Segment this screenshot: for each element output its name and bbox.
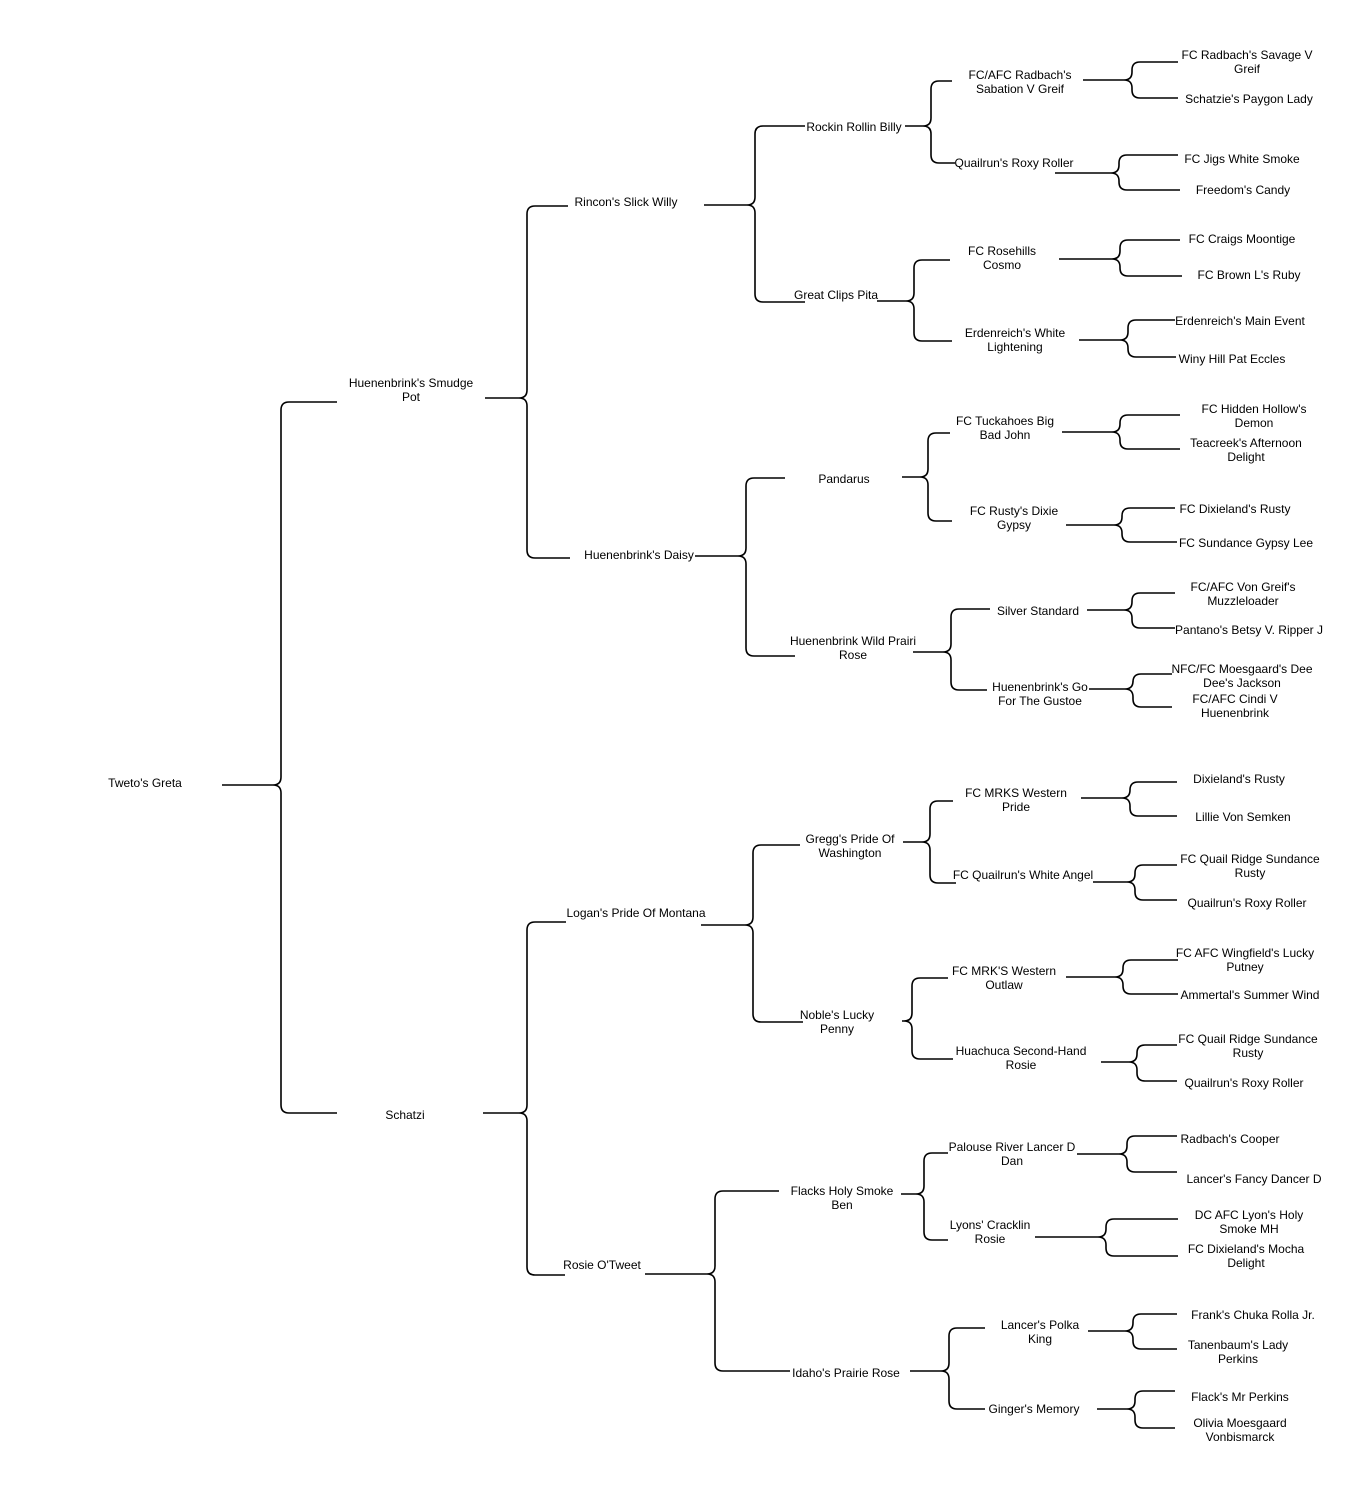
grandsire-paternal: Rincon's Slick Willy xyxy=(574,195,678,209)
sire-name: Huenenbrink's Smudge Pot xyxy=(348,376,474,404)
pedigree-bracket-line xyxy=(1077,1135,1177,1173)
ancestor-gen5: Quailrun's Roxy Roller xyxy=(1184,1076,1304,1090)
pedigree-bracket-line xyxy=(902,977,953,1060)
ancestor-gen4: FC Tuckahoes Big Bad John xyxy=(955,414,1055,442)
pedigree-bracket-line xyxy=(1089,673,1172,708)
ancestor-gen5: Schatzie's Paygon Lady xyxy=(1185,92,1313,106)
ancestor-gen5: FC Dixieland's Rusty xyxy=(1179,502,1291,516)
ancestor-gen4: Huachuca Second-Hand Rosie xyxy=(955,1044,1087,1072)
ancestor-gen4: Lyons' Cracklin Rosie xyxy=(949,1218,1031,1246)
pedigree-bracket-line xyxy=(877,259,952,342)
ancestor-gen5: Pantano's Betsy V. Ripper J xyxy=(1175,623,1323,637)
granddam-paternal: Huenenbrink's Daisy xyxy=(584,548,694,562)
pedigree-bracket-line xyxy=(1093,864,1177,901)
ancestor-gen3: Flacks Holy Smoke Ben xyxy=(790,1184,894,1212)
ancestor-gen5: Flack's Mr Perkins xyxy=(1191,1390,1289,1404)
ancestor-gen4: FC Rosehills Cosmo xyxy=(967,244,1036,272)
ancestor-gen5: FC Brown L's Ruby xyxy=(1197,268,1301,282)
pedigree-bracket-line xyxy=(1083,61,1178,99)
ancestor-gen5: FC Hidden Hollow's Demon xyxy=(1201,402,1307,430)
ancestor-gen4: Palouse River Lancer D Dan xyxy=(948,1140,1076,1168)
ancestor-gen4: FC/AFC Radbach's Sabation V Greif xyxy=(968,68,1072,96)
ancestor-gen5: FC/AFC Cindi V Huenenbrink xyxy=(1192,692,1278,720)
ancestor-gen5: FC Quail Ridge Sundance Rusty xyxy=(1178,1032,1318,1060)
ancestor-gen5: FC Quail Ridge Sundance Rusty xyxy=(1180,852,1320,880)
ancestor-gen5: Winy Hill Pat Eccles xyxy=(1178,352,1286,366)
ancestor-gen5: NFC/FC Moesgaard's Dee Dee's Jackson xyxy=(1171,662,1313,690)
ancestor-gen5: FC Craigs Moontige xyxy=(1188,232,1296,246)
pedigree-bracket-line xyxy=(1066,507,1177,543)
pedigree-bracket-line xyxy=(485,205,570,559)
subject-dog: Tweto's Greta xyxy=(108,776,182,790)
pedigree-bracket-line xyxy=(1062,414,1180,450)
ancestor-gen3: Rockin Rollin Billy xyxy=(806,120,902,134)
ancestor-gen5: FC Sundance Gypsy Lee xyxy=(1178,536,1314,550)
ancestor-gen5: Freedom's Candy xyxy=(1195,183,1291,197)
dam-name: Schatzi xyxy=(385,1108,425,1122)
pedigree-bracket-line xyxy=(1059,239,1182,277)
ancestor-gen5: Lancer's Fancy Dancer D xyxy=(1186,1172,1322,1186)
ancestor-gen5: Erdenreich's Main Event xyxy=(1175,314,1305,328)
pedigree-bracket-line xyxy=(645,1190,790,1372)
pedigree-bracket-line xyxy=(1087,592,1175,629)
ancestor-gen5: FC AFC Wingfield's Lucky Putney xyxy=(1175,946,1315,974)
ancestor-gen5: Quailrun's Roxy Roller xyxy=(1187,896,1307,910)
ancestor-gen3: Noble's Lucky Penny xyxy=(799,1008,875,1036)
ancestor-gen3: Pandarus xyxy=(818,472,870,486)
pedigree-bracket-line xyxy=(1088,1313,1177,1350)
grandsire-maternal: Logan's Pride Of Montana xyxy=(566,906,706,920)
ancestor-gen4: FC MRK'S Western Outlaw xyxy=(951,964,1057,992)
pedigree-bracket-line xyxy=(903,800,956,884)
ancestor-gen5: Olivia Moesgaard Vonbismarck xyxy=(1193,1416,1287,1444)
ancestor-gen5: Frank's Chuka Rolla Jr. xyxy=(1191,1308,1315,1322)
pedigree-bracket-line xyxy=(1081,781,1177,817)
ancestor-gen4: Lancer's Polka King xyxy=(1000,1318,1080,1346)
pedigree-bracket-line xyxy=(1097,1390,1175,1429)
pedigree-bracket-line xyxy=(901,1152,948,1241)
ancestor-gen5: DC AFC Lyon's Holy Smoke MH xyxy=(1194,1208,1304,1236)
pedigree-bracket-line xyxy=(905,80,955,164)
ancestor-gen3: Idaho's Prairie Rose xyxy=(792,1366,900,1380)
pedigree-bracket-line xyxy=(695,477,795,657)
ancestor-gen3: Great Clips Pita xyxy=(793,288,879,302)
pedigree-bracket-line xyxy=(913,608,990,691)
ancestor-gen5: Dixieland's Rusty xyxy=(1193,772,1285,786)
ancestor-gen4: FC Quailrun's White Angel xyxy=(952,868,1094,882)
ancestor-gen5: FC Dixieland's Mocha Delight xyxy=(1187,1242,1305,1270)
ancestor-gen4: Huenenbrink's Go For The Gustoe xyxy=(992,680,1088,708)
ancestor-gen3: Huenenbrink Wild Prairi Rose xyxy=(789,634,917,662)
ancestor-gen5: Radbach's Cooper xyxy=(1180,1132,1280,1146)
pedigree-bracket-line xyxy=(1035,1218,1178,1257)
pedigree-bracket-line xyxy=(1055,154,1180,191)
ancestor-gen5: FC/AFC Von Greif's Muzzleloader xyxy=(1190,580,1296,608)
ancestor-gen4: FC MRKS Western Pride xyxy=(965,786,1067,814)
granddam-maternal: Rosie O'Tweet xyxy=(563,1258,641,1272)
pedigree-bracket-line xyxy=(1066,959,1178,995)
ancestor-gen5: FC Jigs White Smoke xyxy=(1184,152,1300,166)
ancestor-gen4: Erdenreich's White Lightening xyxy=(964,326,1066,354)
pedigree-bracket-line xyxy=(1101,1044,1177,1082)
ancestor-gen5: Lillie Von Semken xyxy=(1195,810,1291,824)
ancestor-gen4: Ginger's Memory xyxy=(988,1402,1080,1416)
ancestor-gen5: Ammertal's Summer Wind xyxy=(1180,988,1320,1002)
pedigree-bracket-line xyxy=(483,921,566,1276)
ancestor-gen5: Tanenbaum's Lady Perkins xyxy=(1187,1338,1289,1366)
pedigree-bracket-line xyxy=(222,401,337,1114)
ancestor-gen5: Teacreek's Afternoon Delight xyxy=(1190,436,1302,464)
ancestor-gen5: FC Radbach's Savage V Greif xyxy=(1181,48,1313,76)
pedigree-bracket-line xyxy=(704,125,805,303)
ancestor-gen3: Gregg's Pride Of Washington xyxy=(805,832,895,860)
pedigree-bracket-line xyxy=(701,844,803,1023)
pedigree-bracket-line xyxy=(1079,319,1176,358)
ancestor-gen4: FC Rusty's Dixie Gypsy xyxy=(969,504,1059,532)
pedigree-bracket-line xyxy=(910,1327,985,1410)
ancestor-gen4: Quailrun's Roxy Roller xyxy=(954,156,1074,170)
ancestor-gen4: Silver Standard xyxy=(996,604,1080,618)
pedigree-bracket-line xyxy=(902,432,952,522)
